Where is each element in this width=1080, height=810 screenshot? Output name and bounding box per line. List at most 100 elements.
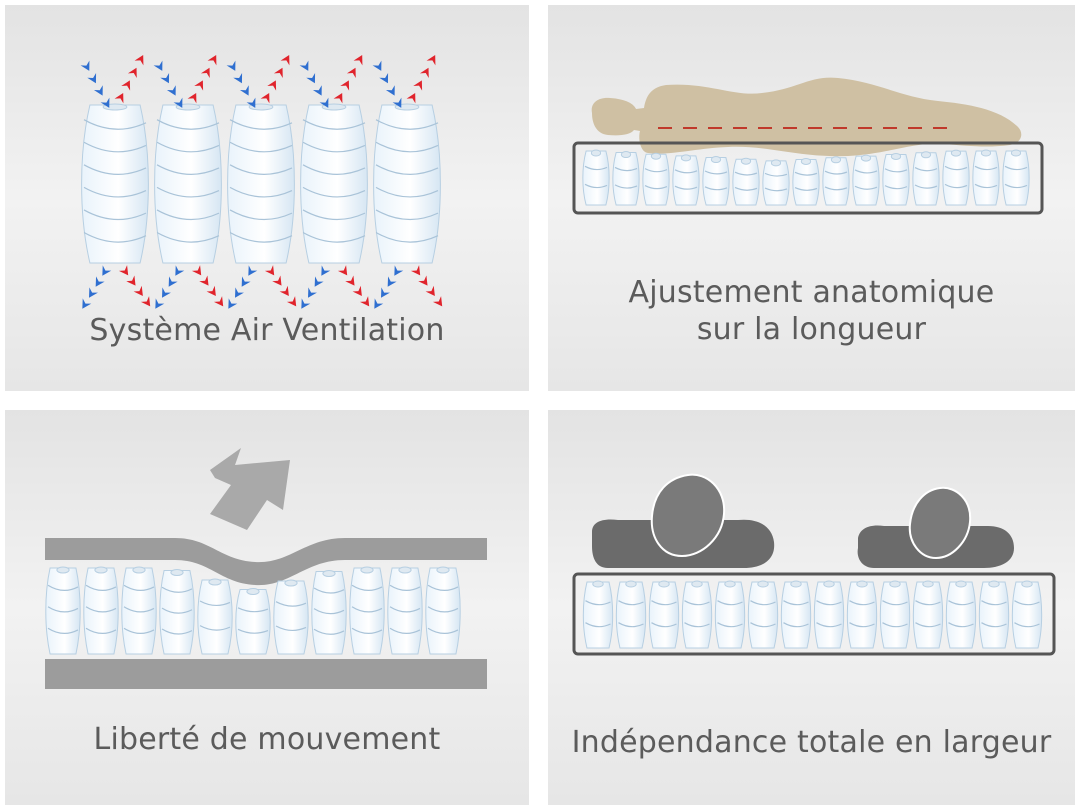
air-in-arrow xyxy=(321,265,331,276)
air-out-arrow xyxy=(206,285,216,297)
pocket-spring xyxy=(945,580,977,649)
pressure-arrow-icon xyxy=(5,410,529,805)
caption-anatomical-line1: Ajustement anatomique xyxy=(628,275,995,310)
pocket-spring xyxy=(879,580,911,649)
air-in-arrow xyxy=(374,298,384,309)
air-out-arrow xyxy=(406,93,416,104)
air-in-arrow xyxy=(155,298,165,309)
air-out-arrow xyxy=(340,80,350,91)
pocket-spring xyxy=(582,149,610,206)
sleeper-left-head xyxy=(650,473,726,558)
air-out-arrow xyxy=(418,275,428,286)
pocket-spring xyxy=(762,159,790,206)
pocket-spring xyxy=(1002,149,1030,206)
air-in-arrow xyxy=(160,72,170,84)
air-in-arrow xyxy=(168,276,178,287)
caption-independence: Indépendance totale en largeur xyxy=(571,725,1052,760)
air-out-arrow xyxy=(359,296,370,307)
air-out-arrow xyxy=(286,296,297,307)
air-out-arrow xyxy=(333,93,343,104)
air-out-arrow xyxy=(280,55,290,66)
air-in-arrow xyxy=(100,97,110,108)
air-in-arrow xyxy=(166,85,176,96)
sleeper-right-head xyxy=(908,486,972,560)
panel-independence: Indépendance totale en largeur xyxy=(548,410,1075,805)
air-in-arrow xyxy=(233,72,243,84)
pocket-spring xyxy=(702,156,730,206)
air-in-arrow xyxy=(299,60,309,71)
air-out-arrow xyxy=(260,93,270,104)
pocket-spring xyxy=(912,580,944,649)
pocket-spring xyxy=(197,578,233,655)
air-in-arrow xyxy=(239,85,249,96)
pocket-spring xyxy=(978,580,1010,649)
air-out-arrow xyxy=(410,265,421,276)
pocket-spring xyxy=(852,154,880,206)
pocket-spring xyxy=(642,152,670,206)
air-out-arrow xyxy=(279,285,289,297)
panel-anatomical: Ajustement anatomique sur la longueur xyxy=(548,5,1075,391)
caption-air-ventilation: Système Air Ventilation xyxy=(89,313,445,348)
air-out-arrow xyxy=(346,67,356,78)
base-layer xyxy=(45,659,487,689)
air-out-arrow xyxy=(126,275,136,286)
pocket-spring xyxy=(1011,580,1043,649)
air-in-arrow xyxy=(385,85,395,96)
pocket-spring xyxy=(882,152,910,206)
air-out-arrow xyxy=(213,296,224,307)
air-out-arrow xyxy=(140,296,151,307)
air-out-arrow xyxy=(187,93,197,104)
caption-anatomical-line2: sur la longueur xyxy=(696,312,927,347)
air-in-arrow xyxy=(379,72,389,84)
air-in-arrow xyxy=(95,276,105,287)
air-out-arrow xyxy=(337,265,348,276)
pocket-spring xyxy=(672,154,700,206)
air-in-arrow xyxy=(392,97,402,108)
air-in-arrow xyxy=(93,85,103,96)
air-out-arrow xyxy=(419,67,429,78)
pocket-spring xyxy=(273,579,309,655)
pocket-spring xyxy=(972,149,1000,206)
air-in-arrow xyxy=(314,276,324,287)
body-silhouette xyxy=(591,77,1022,157)
pocket-spring xyxy=(612,151,640,206)
pocket-spring xyxy=(780,580,812,649)
pocket-spring xyxy=(387,566,423,655)
pocket-spring xyxy=(83,566,119,655)
air-in-arrow xyxy=(102,265,112,276)
air-out-arrow xyxy=(114,93,124,104)
spring-ventilation-icon xyxy=(5,5,529,391)
air-out-arrow xyxy=(345,275,355,286)
air-in-arrow xyxy=(175,265,185,276)
air-out-arrow xyxy=(352,285,362,297)
air-out-arrow xyxy=(425,285,435,297)
pocket-spring xyxy=(235,588,271,655)
air-in-arrow xyxy=(372,60,382,71)
air-out-arrow xyxy=(199,275,209,286)
panel-air-ventilation: Système Air Ventilation xyxy=(5,5,529,391)
air-out-arrow xyxy=(273,67,283,78)
air-in-arrow xyxy=(394,265,404,276)
air-out-arrow xyxy=(191,265,202,276)
air-in-arrow xyxy=(153,60,163,71)
pocket-spring xyxy=(714,580,746,649)
air-in-arrow xyxy=(162,287,171,298)
air-in-arrow xyxy=(89,287,98,298)
air-in-arrow xyxy=(173,97,183,108)
air-in-arrow xyxy=(387,276,397,287)
air-out-arrow xyxy=(267,80,277,91)
pocket-spring xyxy=(732,157,760,206)
pocket-spring xyxy=(582,580,614,649)
air-out-arrow xyxy=(353,55,363,66)
mattress-frame xyxy=(572,141,1044,215)
two-sleepers-icon xyxy=(548,410,1075,805)
air-in-arrow xyxy=(246,97,256,108)
pocket-spring xyxy=(942,149,970,206)
pocket-spring xyxy=(311,570,347,655)
air-out-arrow xyxy=(200,67,210,78)
air-out-arrow xyxy=(426,55,436,66)
air-out-arrow xyxy=(127,67,137,78)
pocket-spring xyxy=(154,103,222,264)
pocket-spring xyxy=(121,566,157,655)
pocket-spring xyxy=(912,151,940,206)
